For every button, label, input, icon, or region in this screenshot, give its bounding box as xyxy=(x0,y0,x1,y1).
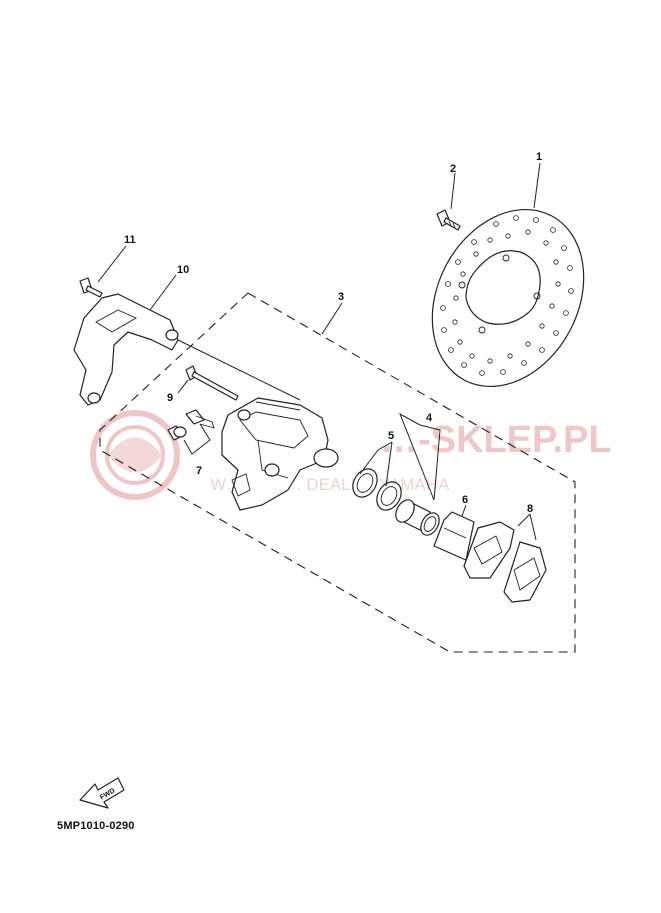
piston-seals xyxy=(352,468,402,511)
watermark-logo xyxy=(90,410,180,500)
callout-4: 4 xyxy=(399,412,441,501)
callout-number: 9 xyxy=(167,392,173,404)
forward-direction-arrow: FWD xyxy=(79,777,125,809)
watermark-main: …-SKLEP.PL xyxy=(380,419,612,461)
callout-number: 3 xyxy=(338,291,344,303)
caliper-assembly-boundary xyxy=(99,292,576,653)
brake-disc-vent-holes xyxy=(440,215,574,376)
brake-disc xyxy=(431,208,585,388)
callout-2: 2 xyxy=(450,163,456,210)
callout-9: 9 xyxy=(167,379,189,404)
pad-support xyxy=(433,511,475,561)
bleed-screw xyxy=(167,409,215,441)
callout-11: 11 xyxy=(97,234,136,283)
callout-number: 6 xyxy=(462,494,468,506)
callout-8: 8 xyxy=(517,503,537,541)
callout-3: 3 xyxy=(321,291,344,335)
axis-line xyxy=(177,339,301,401)
disc-bolt xyxy=(436,209,461,231)
callout-5: 5 xyxy=(359,430,394,487)
bracket-bolt xyxy=(79,277,103,298)
callout-number: 8 xyxy=(527,503,533,515)
callout-number: 10 xyxy=(177,264,189,276)
callout-number: 2 xyxy=(450,163,456,175)
callout-1: 1 xyxy=(533,151,542,209)
callout-number: 7 xyxy=(196,465,202,477)
callout-number: 4 xyxy=(426,412,433,424)
callout-number: 11 xyxy=(124,234,136,246)
callout-number: 5 xyxy=(388,430,394,442)
callout-7: 7 xyxy=(183,423,211,477)
caliper-piston xyxy=(395,499,440,536)
watermark: …-SKLEP.PL W…HOW… DEALER YAMAHA xyxy=(90,410,612,500)
callout-6: 6 xyxy=(461,494,468,517)
callout-number: 1 xyxy=(536,151,542,163)
drawing-code: 5MP1010-0290 xyxy=(57,820,135,832)
caliper-body xyxy=(221,397,339,511)
caliper-bracket xyxy=(73,293,179,406)
pin-bolt xyxy=(185,365,239,401)
callout-10: 10 xyxy=(149,264,189,311)
brake-pads xyxy=(463,521,547,603)
brake-disc-hub xyxy=(465,250,541,325)
